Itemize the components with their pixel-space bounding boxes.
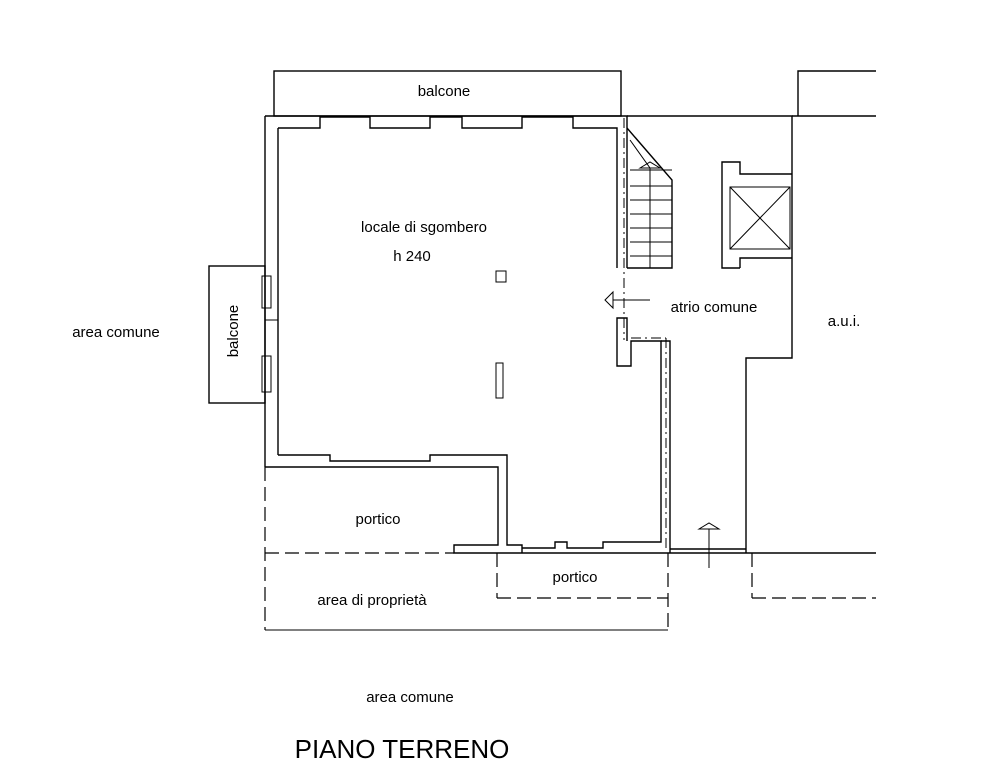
area-comune-left-label: area comune <box>72 324 160 341</box>
balcone-top-label: balcone <box>418 83 471 100</box>
balcony-left <box>208 265 266 404</box>
main-room-walls <box>264 115 670 554</box>
aui-label: a.u.i. <box>828 313 861 330</box>
staircase <box>626 127 673 269</box>
portico-left-label: portico <box>355 511 400 528</box>
entrance-arrow <box>697 522 721 568</box>
portico-bottom-label: portico <box>552 569 597 586</box>
balcone-left-label: balcone <box>225 305 242 358</box>
locale-label: locale di sgombero <box>361 219 487 236</box>
plan-title: PIANO TERRENO <box>295 734 510 764</box>
right-section-walls <box>627 70 876 554</box>
atrio-arrow <box>604 290 650 310</box>
atrio-label: atrio comune <box>671 299 758 316</box>
room-pillars <box>495 270 507 399</box>
left-windows <box>261 275 278 393</box>
height-label: h 240 <box>393 248 431 265</box>
boundary-lines <box>623 118 667 550</box>
elevator <box>721 161 792 269</box>
area-proprieta-label: area di proprietà <box>317 592 427 609</box>
exterior-areas <box>264 467 876 631</box>
area-comune-bottom-label: area comune <box>366 689 454 706</box>
